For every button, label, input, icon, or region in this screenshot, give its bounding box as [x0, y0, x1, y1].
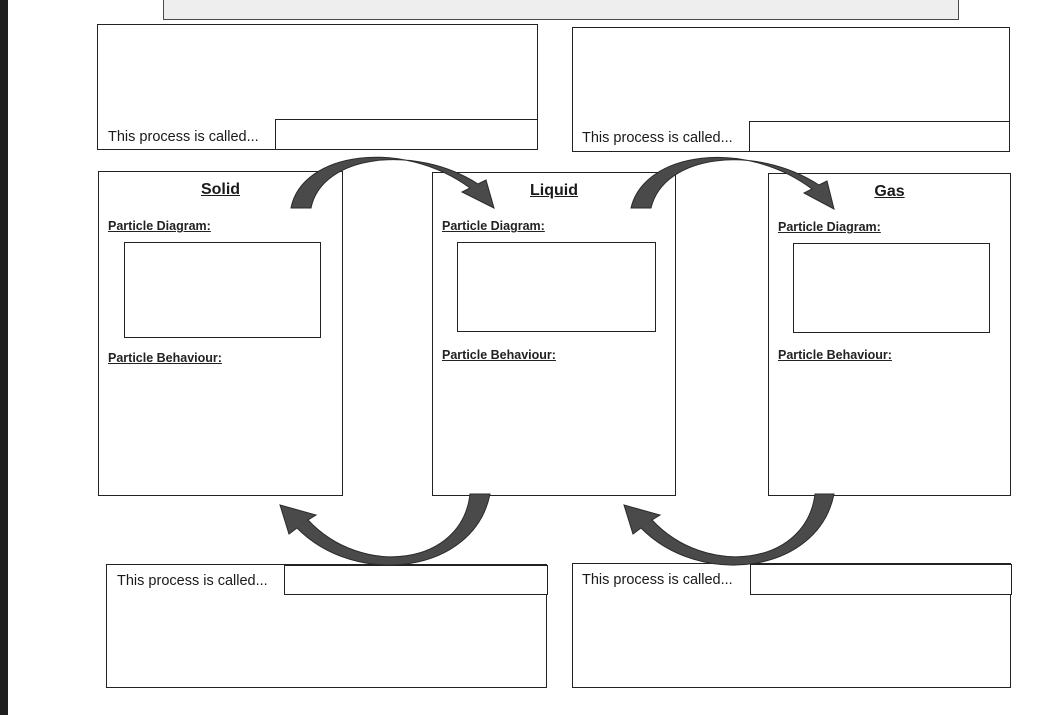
- state-box-solid: Solid Particle Diagram: Particle Behavio…: [98, 171, 343, 496]
- particle-diagram-area[interactable]: [793, 243, 990, 333]
- process-answer-field[interactable]: [275, 119, 538, 150]
- particle-diagram-label: Particle Diagram:: [108, 219, 211, 233]
- arrow-gas-to-liquid: [623, 493, 835, 566]
- process-label: This process is called...: [582, 572, 733, 588]
- particle-diagram-area[interactable]: [457, 242, 656, 332]
- particle-diagram-label: Particle Diagram:: [778, 220, 881, 234]
- state-title-liquid: Liquid: [530, 182, 578, 199]
- process-answer-field[interactable]: [284, 565, 548, 595]
- process-label: This process is called...: [108, 129, 259, 145]
- arrow-liquid-to-solid: [279, 493, 491, 566]
- process-label: This process is called...: [117, 573, 268, 589]
- particle-behaviour-label: Particle Behaviour:: [442, 348, 556, 362]
- process-answer-field[interactable]: [750, 564, 1012, 595]
- window-left-edge: [0, 0, 8, 715]
- process-box-liquid-to-gas: This process is called...: [572, 27, 1010, 152]
- particle-diagram-area[interactable]: [124, 242, 321, 338]
- process-label: This process is called...: [582, 130, 733, 146]
- worksheet-title-strip: [163, 0, 959, 20]
- process-box-gas-to-liquid: This process is called...: [572, 563, 1012, 688]
- particle-behaviour-label: Particle Behaviour:: [778, 348, 892, 362]
- particle-behaviour-label: Particle Behaviour:: [108, 351, 222, 365]
- process-answer-field[interactable]: [749, 121, 1010, 152]
- state-box-gas: Gas Particle Diagram: Particle Behaviour…: [768, 173, 1011, 496]
- process-box-solid-to-liquid: This process is called...: [97, 24, 538, 150]
- state-box-liquid: Liquid Particle Diagram: Particle Behavi…: [432, 172, 676, 496]
- particle-diagram-label: Particle Diagram:: [442, 219, 545, 233]
- state-title-gas: Gas: [874, 183, 905, 200]
- process-box-liquid-to-solid: This process is called...: [106, 564, 548, 688]
- state-title-solid: Solid: [200, 181, 241, 198]
